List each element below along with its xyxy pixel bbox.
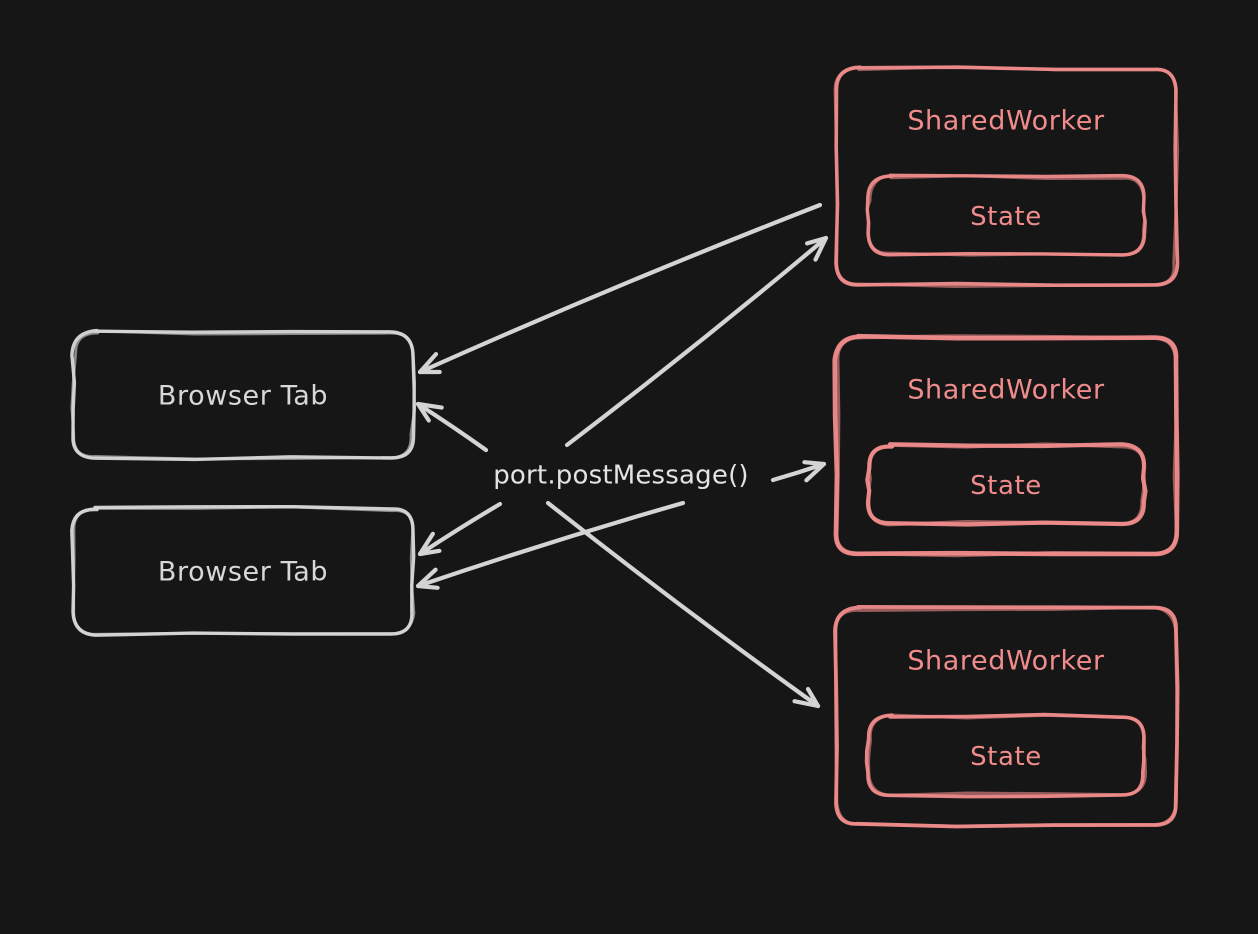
state-label-1: State [970,202,1042,232]
browser-tab-2[interactable] [70,505,416,637]
arrow-hub-to-tab1 [415,401,489,453]
shared-worker-3[interactable] [833,605,1180,829]
state-label-2: State [970,471,1042,501]
shared-worker-1[interactable] [833,65,1180,288]
arrow-worker1-to-tab1 [417,202,823,375]
arrow-hub-to-worker3 [545,500,821,709]
shared-worker-label-1: SharedWorker [907,106,1105,137]
state-box-1[interactable] [865,173,1147,257]
arrow-hub-to-worker2 [770,460,827,483]
browser-tab-1[interactable] [70,328,417,462]
arrows-layer [415,202,829,709]
arrow-hub-to-worker1 [564,235,829,448]
state-label-3: State [970,742,1042,772]
state-box-3[interactable] [864,712,1148,799]
shared-worker-2[interactable] [832,333,1180,558]
browser-tab-label-1: Browser Tab [158,381,328,412]
state-box-2[interactable] [865,442,1148,527]
arrow-hub-to-tab2 [417,501,503,557]
edge-label-group: port.postMessage() [493,461,749,491]
edge-label-port-postmessage: port.postMessage() [493,461,749,491]
browser-tab-label-2: Browser Tab [158,557,328,588]
shared-worker-label-3: SharedWorker [907,646,1105,677]
arrow-worker3-to-tab2 [415,500,686,590]
shared-workers-layer: SharedWorkerStateSharedWorkerStateShared… [832,65,1180,829]
shared-worker-label-2: SharedWorker [907,375,1105,406]
